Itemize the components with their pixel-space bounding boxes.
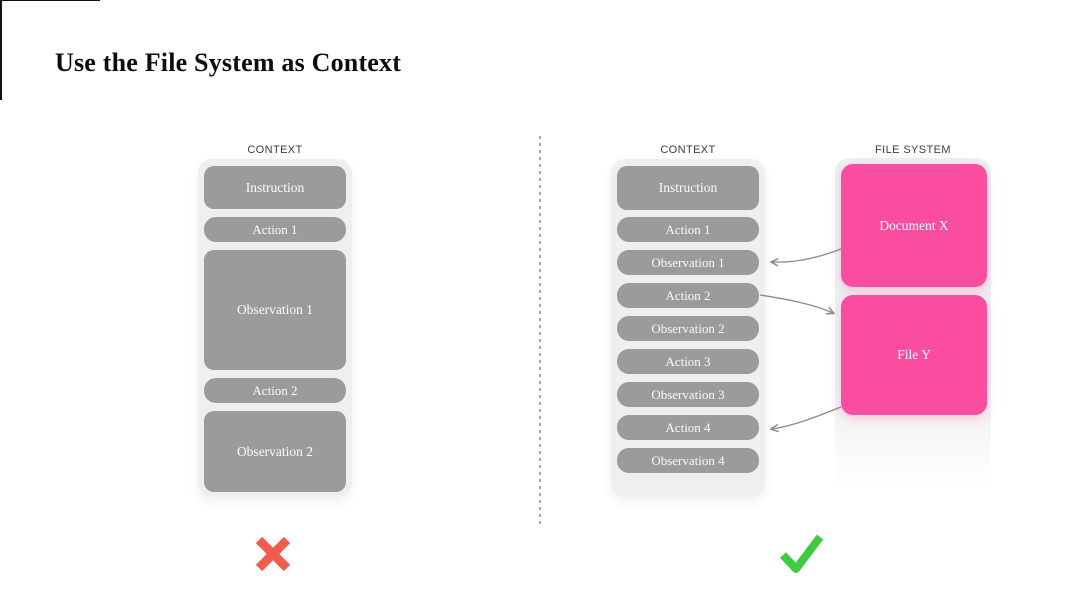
left-box-observation-2: Observation 2 xyxy=(204,411,346,492)
right-box-action-4: Action 4 xyxy=(617,415,759,440)
right-box-observation-3: Observation 3 xyxy=(617,382,759,407)
arrow-filey-to-action4 xyxy=(772,406,842,429)
page-title: Use the File System as Context xyxy=(55,48,402,77)
red-x-icon xyxy=(255,536,291,572)
arrow-action2-to-filey xyxy=(759,294,833,313)
file-box-file-y: File Y xyxy=(841,295,987,415)
file-system-label: FILE SYSTEM xyxy=(875,144,951,156)
left-box-observation-1: Observation 1 xyxy=(204,250,346,370)
right-box-observation-1: Observation 1 xyxy=(617,250,759,275)
frame-edge-artifact xyxy=(0,0,2,100)
right-box-action-2: Action 2 xyxy=(617,283,759,308)
right-box-observation-4: Observation 4 xyxy=(617,448,759,473)
left-box-instruction: Instruction xyxy=(204,166,346,209)
right-box-action-3: Action 3 xyxy=(617,349,759,374)
right-box-instruction: Instruction xyxy=(617,166,759,210)
right-box-observation-2: Observation 2 xyxy=(617,316,759,341)
right-context-label: CONTEXT xyxy=(660,144,716,156)
file-box-document-x: Document X xyxy=(841,164,987,287)
right-box-action-1: Action 1 xyxy=(617,217,759,242)
frame-edge-artifact xyxy=(0,0,100,1)
green-check-icon xyxy=(780,534,824,573)
left-box-action-1: Action 1 xyxy=(204,217,346,242)
arrow-documentx-to-observation1 xyxy=(772,248,842,262)
left-box-action-2: Action 2 xyxy=(204,378,346,403)
dotted-divider xyxy=(539,136,541,525)
left-context-label: CONTEXT xyxy=(247,144,303,156)
